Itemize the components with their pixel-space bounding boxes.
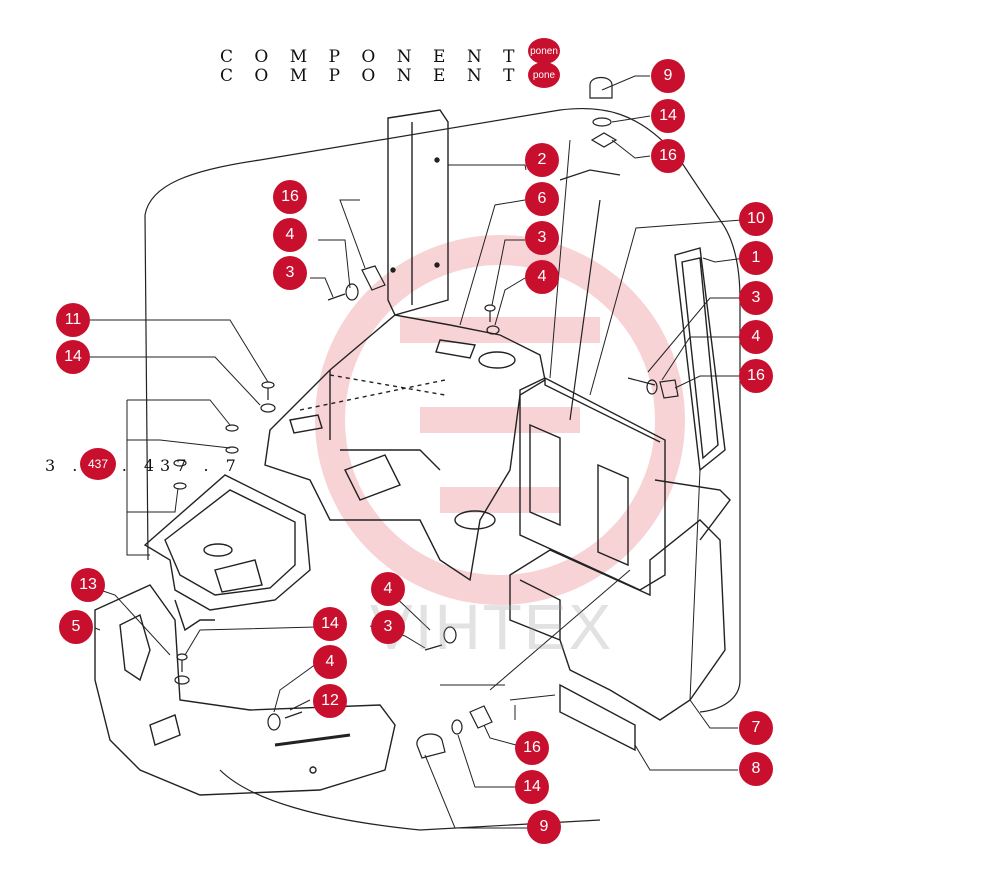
side-box-part-10 — [519, 377, 666, 591]
heading-line-en: C O M P O N E N T S — [220, 47, 556, 67]
heading-badge-2: pone — [528, 62, 560, 88]
callout-3[interactable]: 3 — [371, 610, 405, 644]
bumper-part-5 — [94, 584, 396, 796]
callout-1[interactable]: 1 — [739, 241, 773, 275]
callout-11[interactable]: 11 — [56, 303, 90, 337]
callout-9[interactable]: 9 — [651, 59, 685, 93]
callout-2[interactable]: 2 — [525, 143, 559, 177]
callout-4[interactable]: 4 — [313, 645, 347, 679]
post-part-2 — [387, 109, 449, 316]
callout-16[interactable]: 16 — [515, 731, 549, 765]
callout-4[interactable]: 4 — [371, 572, 405, 606]
callout-5[interactable]: 5 — [59, 610, 93, 644]
callout-10[interactable]: 10 — [739, 202, 773, 236]
callout-14[interactable]: 14 — [651, 99, 685, 133]
callout-14[interactable]: 14 — [56, 340, 90, 374]
lower-cover-part-7 — [509, 479, 731, 721]
callout-4[interactable]: 4 — [525, 260, 559, 294]
figure-reference-badge: 437 — [80, 448, 116, 480]
callout-4[interactable]: 4 — [739, 320, 773, 354]
callout-9[interactable]: 9 — [527, 810, 561, 844]
callout-3[interactable]: 3 — [525, 221, 559, 255]
callout-3[interactable]: 3 — [273, 256, 307, 290]
tray-part — [143, 474, 311, 632]
callout-16[interactable]: 16 — [651, 139, 685, 173]
plate-part-8 — [559, 683, 636, 752]
fasteners — [173, 76, 679, 759]
heading-badge-1: ponen — [528, 38, 560, 64]
callout-13[interactable]: 13 — [71, 568, 105, 602]
watermark-text: VIHTEX — [370, 591, 614, 663]
strip-part-1 — [674, 247, 726, 472]
callout-3[interactable]: 3 — [739, 281, 773, 315]
figure-reference: 3 . 3 . 437 . 7 — [45, 456, 242, 475]
components-heading: C O M P O N E N T S C O M P O N E N T I … — [220, 38, 560, 88]
callout-14[interactable]: 14 — [313, 607, 347, 641]
watermark-logo — [315, 235, 685, 605]
heading-line-it: C O M P O N E N T I — [220, 66, 551, 86]
callout-14[interactable]: 14 — [515, 770, 549, 804]
leader-lines — [90, 75, 746, 829]
callout-6[interactable]: 6 — [525, 182, 559, 216]
callout-12[interactable]: 12 — [313, 684, 347, 718]
callout-16[interactable]: 16 — [739, 359, 773, 393]
callout-8[interactable]: 8 — [739, 752, 773, 786]
callout-4[interactable]: 4 — [273, 218, 307, 252]
callout-16[interactable]: 16 — [273, 180, 307, 214]
console-part-6 — [264, 314, 546, 582]
callout-7[interactable]: 7 — [739, 711, 773, 745]
